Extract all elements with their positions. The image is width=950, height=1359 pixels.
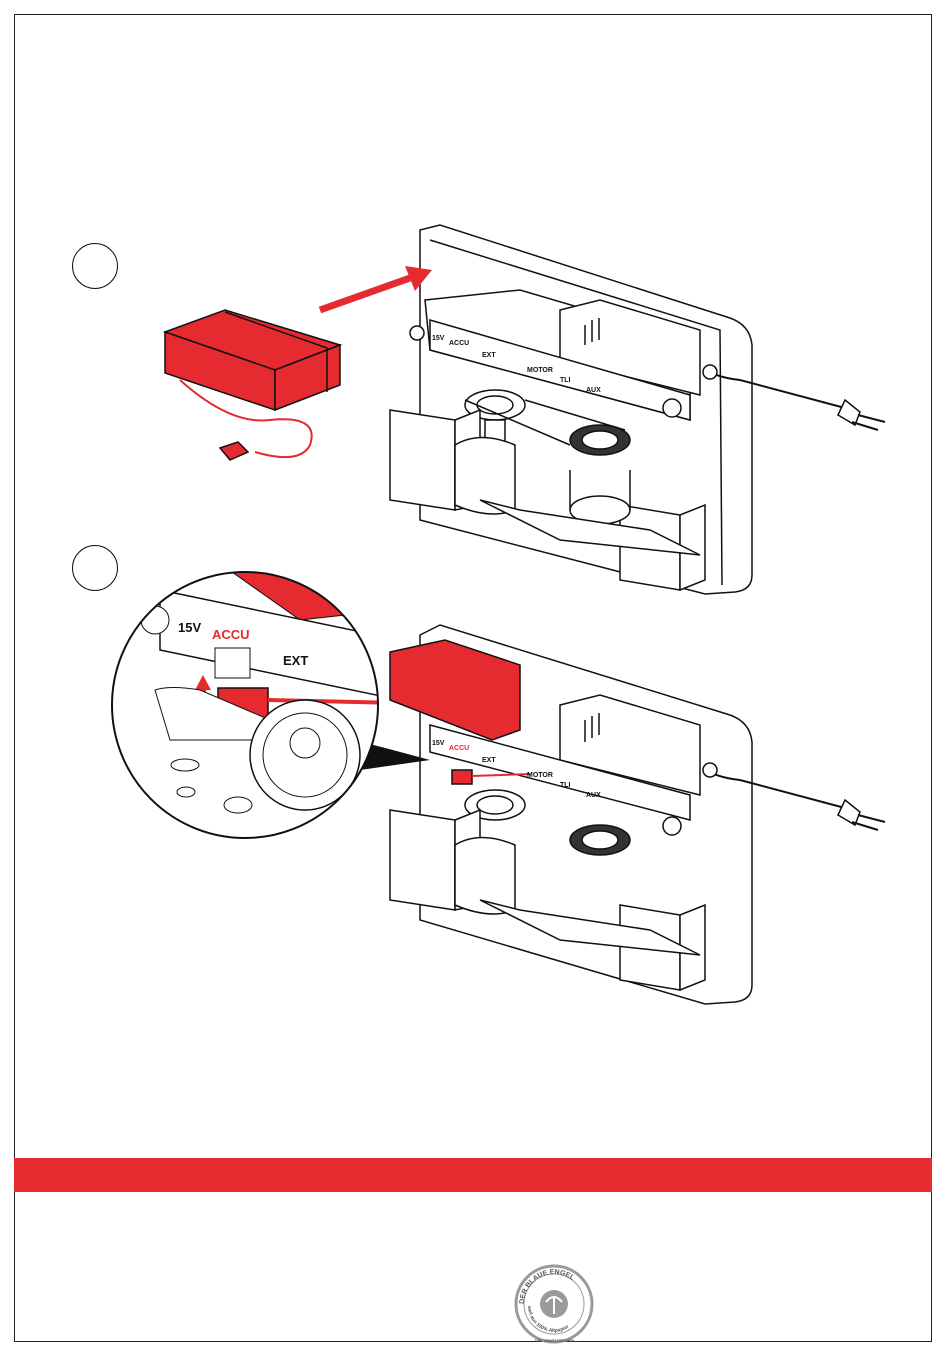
- step-1-illustration: 15V ACCU EXT MOTOR TLI AUX: [0, 0, 950, 620]
- label-aux: AUX: [586, 387, 601, 394]
- label-motor-2: MOTOR: [527, 772, 553, 779]
- zoom-label-accu: ACCU: [212, 627, 250, 642]
- red-band: [14, 1158, 932, 1192]
- zoom-label-15v: 15V: [178, 620, 201, 635]
- zoom-label-ext: EXT: [283, 653, 308, 668]
- label-15v-2: 15V: [432, 740, 445, 747]
- blue-angel-seal: DER BLAUE ENGEL weil aus 100% Altpapier …: [512, 1262, 596, 1346]
- label-accu-2: ACCU: [449, 745, 469, 752]
- label-tl-2: TLI: [560, 782, 571, 789]
- step-2-illustration: 15V ACCU EXT MOTOR TLI AUX 15V ACCU EXT: [0, 560, 950, 1040]
- seal-footer-text: JURY UMWELTZEICHEN: [534, 1339, 575, 1343]
- zoom-detail: [100, 560, 400, 860]
- label-aux-2: AUX: [586, 792, 601, 799]
- battery-pack: [165, 310, 340, 460]
- label-motor: MOTOR: [527, 367, 553, 374]
- label-15v: 15V: [432, 335, 445, 342]
- insert-arrow: [320, 266, 432, 310]
- label-accu: ACCU: [449, 340, 469, 347]
- label-tl: TLI: [560, 377, 571, 384]
- motor-left: [390, 410, 455, 510]
- label-ext: EXT: [482, 352, 496, 359]
- connector-plugged: [452, 770, 472, 784]
- label-ext-2: EXT: [482, 757, 496, 764]
